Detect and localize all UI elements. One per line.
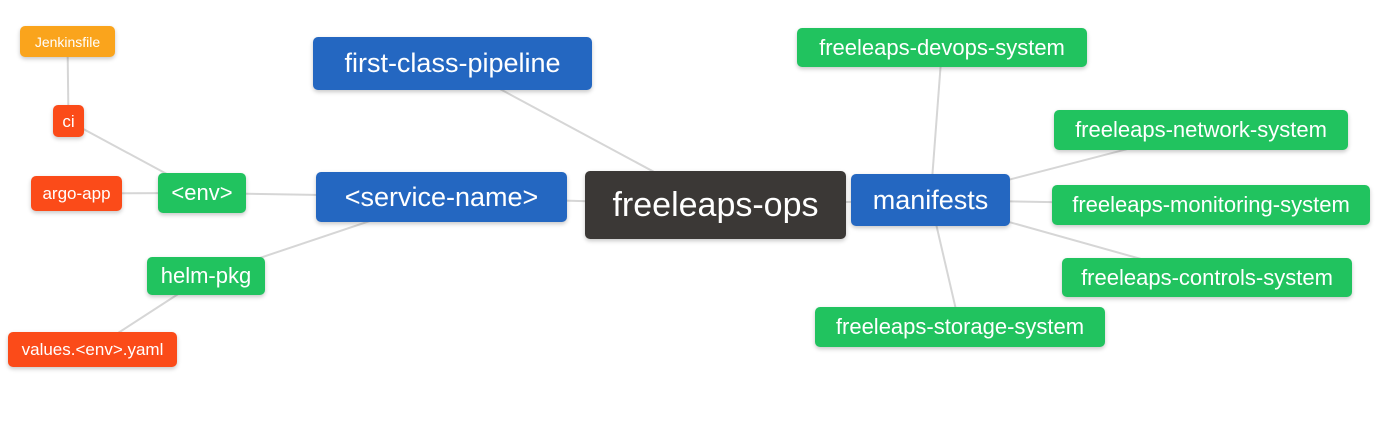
node-helm-pkg[interactable]: helm-pkg (147, 257, 265, 295)
node-monitoring-system[interactable]: freeleaps-monitoring-system (1052, 185, 1370, 225)
node-label: first-class-pipeline (344, 48, 561, 78)
node-label: <env> (171, 180, 233, 205)
node-freeleaps-ops[interactable]: freeleaps-ops (585, 171, 846, 239)
node-label: freeleaps-devops-system (819, 34, 1065, 60)
node-controls-system[interactable]: freeleaps-controls-system (1062, 258, 1352, 297)
node-first-class-pipeline[interactable]: first-class-pipeline (313, 37, 592, 90)
node-label: freeleaps-monitoring-system (1072, 192, 1350, 217)
node-label: helm-pkg (160, 263, 252, 288)
node-label: Jenkinsfile (34, 33, 101, 50)
node-label: manifests (872, 184, 989, 215)
node-label: freeleaps-ops (612, 186, 819, 224)
node-label: freeleaps-network-system (1075, 117, 1327, 142)
node-devops-system[interactable]: freeleaps-devops-system (797, 28, 1087, 67)
node-manifests[interactable]: manifests (851, 174, 1010, 226)
node-argo-app[interactable]: argo-app (31, 176, 122, 211)
node-ci[interactable]: ci (53, 105, 84, 137)
node-storage-system[interactable]: freeleaps-storage-system (815, 307, 1105, 347)
node-values-env-yaml[interactable]: values.<env>.yaml (8, 332, 177, 367)
node-service-name[interactable]: <service-name> (316, 172, 567, 222)
node-env[interactable]: <env> (158, 173, 246, 213)
node-label: values.<env>.yaml (21, 340, 164, 359)
node-label: freeleaps-storage-system (835, 314, 1085, 339)
node-label: freeleaps-controls-system (1081, 264, 1333, 290)
node-label: argo-app (42, 184, 111, 203)
node-network-system[interactable]: freeleaps-network-system (1054, 110, 1348, 150)
node-jenkinsfile[interactable]: Jenkinsfile (20, 26, 115, 57)
node-label: <service-name> (344, 181, 539, 212)
node-label: ci (62, 111, 75, 131)
